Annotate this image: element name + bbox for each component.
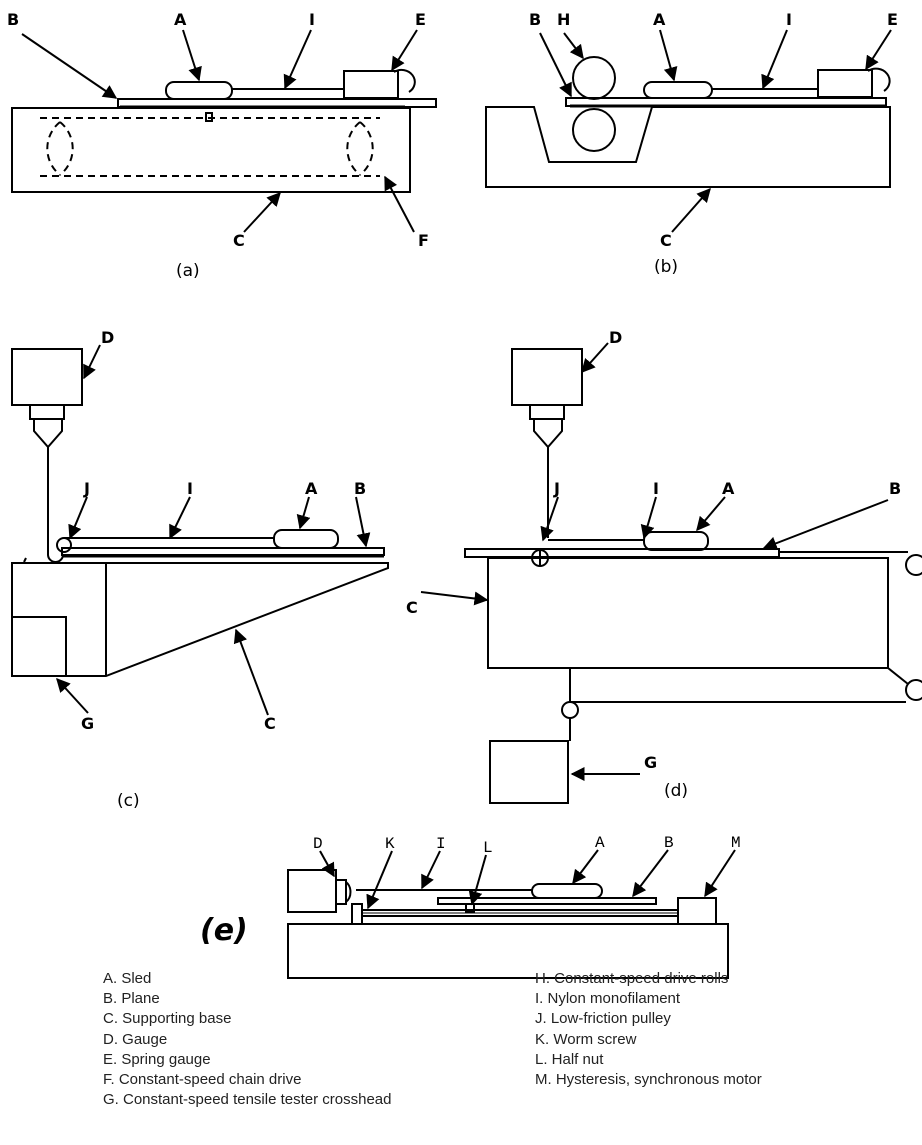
label-D: D [609,328,622,347]
legend-item: M. Hysteresis, synchronous motor [535,1070,762,1088]
label-C: C [233,231,245,250]
label-J: J [83,479,90,498]
plane [464,548,780,558]
panel-c [11,344,389,716]
label-D: D [313,835,323,853]
caption-e: (e) [200,913,248,948]
label-I: I [653,479,659,498]
label-A: A [174,10,187,29]
sled [165,81,233,100]
label-I: I [786,10,792,29]
label-I: I [309,10,315,29]
label-A: A [595,834,605,852]
plane [61,547,385,556]
label-C: C [406,598,418,617]
caption-b: (b) [654,257,678,277]
spring-gauge [343,70,399,99]
pulley-bottom [561,701,579,719]
label-I: I [436,835,446,853]
caption-d: (d) [664,781,688,801]
sled [531,883,603,899]
motor [677,897,717,925]
legend-item: F. Constant-speed chain drive [103,1070,302,1088]
supporting-base [287,923,729,979]
legend-item: E. Spring gauge [103,1050,211,1068]
label-M: M [731,834,741,852]
label-B: B [529,10,541,29]
label-E: E [887,10,898,29]
label-L: L [483,839,493,857]
low-friction-pulley [56,537,72,553]
label-G: G [644,753,657,772]
drive-roll-bottom [572,108,616,152]
panel-b [485,29,892,233]
legend-right: H. Constant-speed drive rolls I. Nylon m… [535,969,762,1090]
label-B: B [664,834,674,852]
chain-drive [40,117,380,177]
legend-item: L. Half nut [535,1050,604,1068]
supporting-base [485,106,891,188]
legend-item: G. Constant-speed tensile tester crosshe… [103,1091,392,1109]
label-J: J [553,479,560,498]
label-B: B [354,479,366,498]
label-B: B [889,479,901,498]
caption-a: (a) [176,261,200,281]
legend-item: D. Gauge [103,1030,168,1048]
sled [273,529,339,549]
legend-item: J. Low-friction pulley [535,1010,671,1028]
gauge [11,348,83,406]
label-B: B [7,10,19,29]
panel-e [287,849,736,979]
label-C: C [264,714,276,733]
label-K: K [385,835,395,853]
gauge [511,348,583,406]
sled [643,531,709,551]
label-C: C [660,231,672,250]
label-F: F [418,231,429,250]
pulley-bottom-right [905,679,922,701]
drive-roll-top [572,56,616,100]
legend-item: H. Constant-speed drive rolls [535,970,729,987]
label-A: A [722,479,735,498]
legend-item: C. Supporting base [103,1010,232,1028]
label-G: G [81,714,94,733]
legend-item: I. Nylon monofilament [535,990,681,1008]
label-H: H [557,10,570,29]
panel-d [420,342,922,804]
crosshead [11,616,67,677]
plane [437,897,657,905]
legend-item: B. Plane [103,990,160,1008]
label-A: A [653,10,666,29]
legend-item: A. Sled [103,970,152,987]
caption-c: (c) [117,791,140,811]
label-E: E [415,10,426,29]
supporting-base [487,557,889,669]
sled [643,81,713,99]
spring-gauge [817,69,873,98]
legend-left: A. Sled B. Plane C. Supporting base D. G… [103,969,392,1110]
label-I: I [187,479,193,498]
panel-a [11,29,437,233]
label-D: D [101,328,114,347]
legend-item: K. Worm screw [535,1030,637,1048]
label-A: A [305,479,318,498]
supporting-base [11,562,389,677]
gauge [287,869,337,913]
crosshead [489,740,569,804]
pulley-top-right [905,554,922,576]
